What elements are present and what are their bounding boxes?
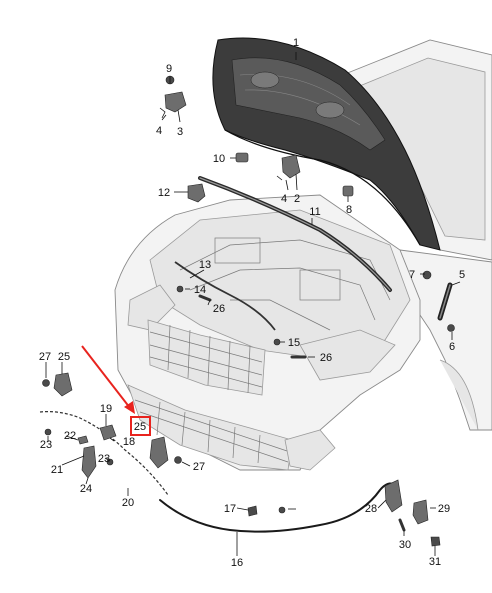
upper-grille: [147, 319, 266, 396]
callout-23: 23: [40, 439, 52, 451]
bracket-29: [412, 499, 429, 525]
release-cable-left: [39, 411, 169, 496]
callout-10: 10: [213, 153, 225, 165]
lower-grille: [127, 384, 293, 471]
buffer-8: [342, 185, 354, 197]
callout-4: 4: [156, 125, 162, 137]
callout-15: 15: [288, 337, 300, 349]
callout-23b: 23: [98, 453, 110, 465]
headlight-right: [299, 329, 396, 381]
headlight-left: [127, 284, 176, 331]
hinge-right: [281, 154, 301, 179]
callout-29: 29: [438, 503, 450, 515]
buffer-10: [235, 152, 249, 163]
callout-25-highlighted: 25: [134, 421, 146, 433]
callout-12: 12: [158, 187, 170, 199]
callout-labels: 1 2 3 4 4 5 6 7 8 9 10 11 12 13 14 15 16…: [39, 37, 465, 569]
small-parts: [42, 75, 455, 547]
callout-7: 7: [409, 269, 415, 281]
callout-27: 27: [39, 351, 51, 363]
callout-20: 20: [122, 497, 134, 509]
latch-center: [149, 436, 169, 469]
callout-28: 28: [365, 503, 377, 515]
bolt-26: [198, 294, 212, 302]
callout-11: 11: [309, 206, 320, 218]
release-lever: [81, 445, 97, 479]
bonnet: [212, 37, 441, 251]
callout-14: 14: [194, 284, 206, 296]
callout-26b: 26: [320, 352, 332, 364]
callout-3: 3: [177, 126, 183, 138]
callout-2: 2: [294, 193, 300, 205]
car-body: [114, 39, 492, 471]
callout-5: 5: [459, 269, 465, 281]
bracket-12: [187, 183, 206, 203]
callout-16: 16: [231, 557, 243, 569]
callout-26: 26: [213, 303, 225, 315]
handle-28: [384, 479, 403, 513]
hinge-left: [164, 91, 187, 113]
callout-18: 18: [123, 436, 135, 448]
callout-24: 24: [80, 483, 92, 495]
leader-lines: [45, 52, 461, 556]
callout-27b: 27: [193, 461, 205, 473]
callout-17: 17: [224, 503, 236, 515]
wheel-arch: [439, 359, 479, 431]
callout-22: 22: [64, 430, 76, 442]
clip-7: [422, 270, 432, 280]
callout-25: 25: [58, 351, 70, 363]
highlight-box: [130, 416, 151, 436]
callout-19: 19: [100, 403, 112, 415]
callout-21: 21: [51, 464, 63, 476]
callout-31: 31: [429, 556, 441, 568]
callout-6: 6: [449, 341, 455, 353]
release-cable-upper: [174, 261, 276, 331]
callout-4b: 4: [281, 193, 287, 205]
callout-13: 13: [199, 259, 211, 271]
ball-stud-6: [447, 324, 455, 332]
highlight-arrow: [81, 345, 131, 409]
highlight-annotation: [81, 345, 151, 436]
housing-19: [99, 424, 117, 441]
callout-1: 1: [293, 37, 299, 49]
callout-30: 30: [399, 539, 411, 551]
arrow-head: [124, 401, 135, 414]
release-cable-lower: [159, 482, 399, 533]
callout-8: 8: [346, 204, 352, 216]
callout-9: 9: [166, 63, 172, 75]
latch-left: [53, 372, 73, 397]
fog-light: [284, 429, 336, 471]
